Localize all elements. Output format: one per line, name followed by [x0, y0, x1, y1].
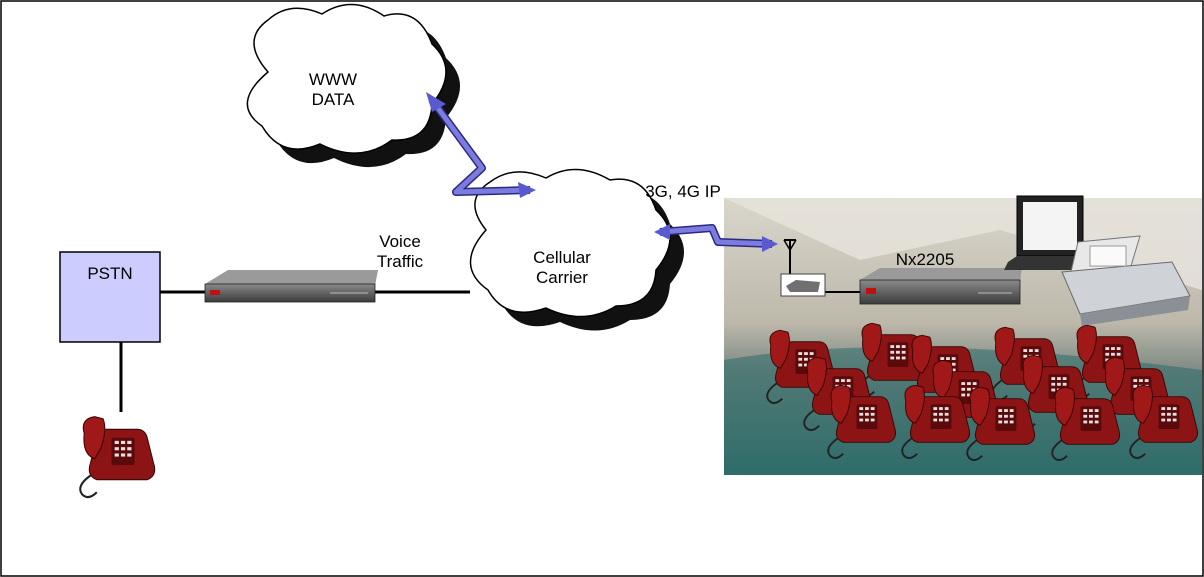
pstn-phone-icon: [79, 415, 156, 499]
www-data-cloud: [246, 3, 460, 168]
link-www-cellular: [426, 92, 536, 198]
pstn-label: PSTN: [87, 264, 133, 283]
laptop-icon: [1004, 195, 1098, 270]
printer-icon: [1061, 235, 1191, 326]
www-label-line2: DATA: [311, 90, 355, 109]
voice-traffic-label-line2: Traffic: [376, 252, 424, 271]
cellular-modem: [780, 273, 826, 297]
www-label-line1: WWW: [308, 70, 358, 89]
cellular-label-line2: Carrier: [536, 268, 588, 287]
pstn-box: [59, 251, 161, 343]
cellular-carrier-cloud: [469, 168, 684, 331]
antenna-icon: [783, 239, 797, 275]
voice-gateway-rack: [204, 270, 378, 303]
voice-traffic-label-line1: Voice: [379, 232, 421, 251]
nx2205-label: Nx2205: [895, 250, 955, 269]
ip-link-label: 3G, 4G IP: [645, 182, 721, 201]
cellular-label-line1: Cellular: [533, 248, 591, 267]
nx2205-rack: [859, 268, 1022, 305]
link-cellular-antenna: [654, 224, 778, 252]
